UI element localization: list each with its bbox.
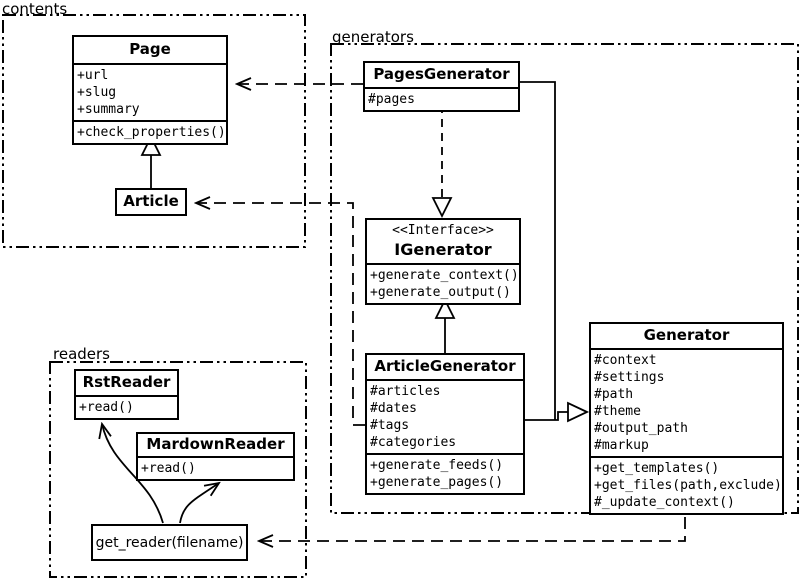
method: +generate_context() bbox=[370, 268, 519, 283]
arrow-article-extends-page bbox=[140, 134, 162, 188]
class-articlegenerator-methods: +generate_feeds() +generate_pages() bbox=[367, 453, 523, 493]
method: +read() bbox=[141, 461, 196, 476]
attribute: #dates bbox=[370, 401, 417, 416]
class-rstreader-methods: +read() bbox=[76, 395, 177, 418]
class-pagesgenerator-title: PagesGenerator bbox=[373, 65, 510, 83]
method: +get_files(path,exclude) bbox=[594, 478, 782, 493]
class-page: Page +url +slug +summary +check_properti… bbox=[72, 35, 228, 145]
attribute: #categories bbox=[370, 435, 457, 450]
method: +check_properties() bbox=[77, 125, 226, 140]
arrow-getreader-to-mardownreader bbox=[179, 483, 219, 524]
attribute: #markup bbox=[594, 438, 649, 453]
class-pagesgenerator: PagesGenerator #pages bbox=[363, 61, 520, 112]
class-generator-attributes: #context #settings #path #theme #output_… bbox=[591, 348, 782, 456]
package-contents-label: contents bbox=[2, 0, 68, 18]
class-pagesgenerator-attributes: #pages bbox=[365, 87, 518, 110]
class-mardownreader: MardownReader +read() bbox=[136, 432, 295, 481]
attribute: #tags bbox=[370, 418, 410, 433]
arrow-articlegenerator-uses-article bbox=[196, 203, 365, 426]
package-generators-label: generators bbox=[332, 28, 414, 46]
method: +get_templates() bbox=[594, 461, 720, 476]
method: +read() bbox=[79, 400, 134, 415]
arrow-generator-uses-getreader bbox=[259, 498, 686, 541]
class-articlegenerator: ArticleGenerator #articles #dates #tags … bbox=[365, 353, 525, 495]
method: +generate_output() bbox=[370, 285, 511, 300]
attribute: #articles bbox=[370, 384, 441, 399]
arrow-getreader-to-rstreader bbox=[102, 424, 164, 524]
class-page-methods: +check_properties() bbox=[74, 120, 226, 143]
class-igenerator-methods: +generate_context() +generate_output() bbox=[367, 263, 519, 303]
function-box-get-reader: get_reader(filename) bbox=[91, 524, 248, 561]
class-igenerator-titleblock: <<Interface>> IGenerator bbox=[367, 220, 519, 263]
attribute: #settings bbox=[594, 370, 665, 385]
class-articlegenerator-attributes: #articles #dates #tags #categories bbox=[367, 379, 523, 453]
class-rstreader: RstReader +read() bbox=[74, 369, 179, 420]
package-generators-border bbox=[330, 43, 799, 514]
package-readers-label: readers bbox=[53, 345, 110, 363]
attribute: +slug bbox=[77, 85, 117, 100]
attribute: #pages bbox=[368, 92, 415, 107]
class-generator: Generator #context #settings #path #them… bbox=[589, 322, 784, 515]
attribute: #theme bbox=[594, 404, 641, 419]
class-generator-methods: +get_templates() +get_files(path,exclude… bbox=[591, 456, 782, 513]
method: +generate_pages() bbox=[370, 475, 504, 490]
class-mardownreader-methods: +read() bbox=[138, 456, 293, 479]
attribute: #path bbox=[594, 387, 634, 402]
arrow-generators-extend-generator bbox=[520, 81, 590, 423]
class-article-title: Article bbox=[123, 192, 179, 210]
class-igenerator-title: IGenerator bbox=[394, 240, 492, 259]
class-mardownreader-title: MardownReader bbox=[146, 435, 285, 453]
class-page-attributes: +url +slug +summary bbox=[74, 63, 226, 120]
attribute: #context bbox=[594, 353, 657, 368]
class-page-title: Page bbox=[129, 40, 171, 58]
package-contents-border bbox=[2, 14, 306, 248]
class-articlegenerator-title: ArticleGenerator bbox=[374, 357, 516, 375]
attribute: +url bbox=[77, 68, 109, 83]
class-igenerator: <<Interface>> IGenerator +generate_conte… bbox=[365, 218, 521, 305]
arrow-articlegenerator-implements-igenerator bbox=[434, 297, 456, 353]
attribute: +summary bbox=[77, 102, 140, 117]
method: +generate_feeds() bbox=[370, 458, 504, 473]
method: #_update_context() bbox=[594, 495, 735, 510]
class-rstreader-title: RstReader bbox=[82, 373, 171, 391]
package-readers-border bbox=[49, 361, 307, 578]
attribute: #output_path bbox=[594, 421, 688, 436]
class-generator-title: Generator bbox=[643, 326, 730, 344]
arrow-pagesgenerator-implements-igenerator bbox=[431, 105, 453, 219]
class-igenerator-stereotype: <<Interface>> bbox=[392, 223, 494, 238]
class-article: Article bbox=[115, 188, 187, 216]
